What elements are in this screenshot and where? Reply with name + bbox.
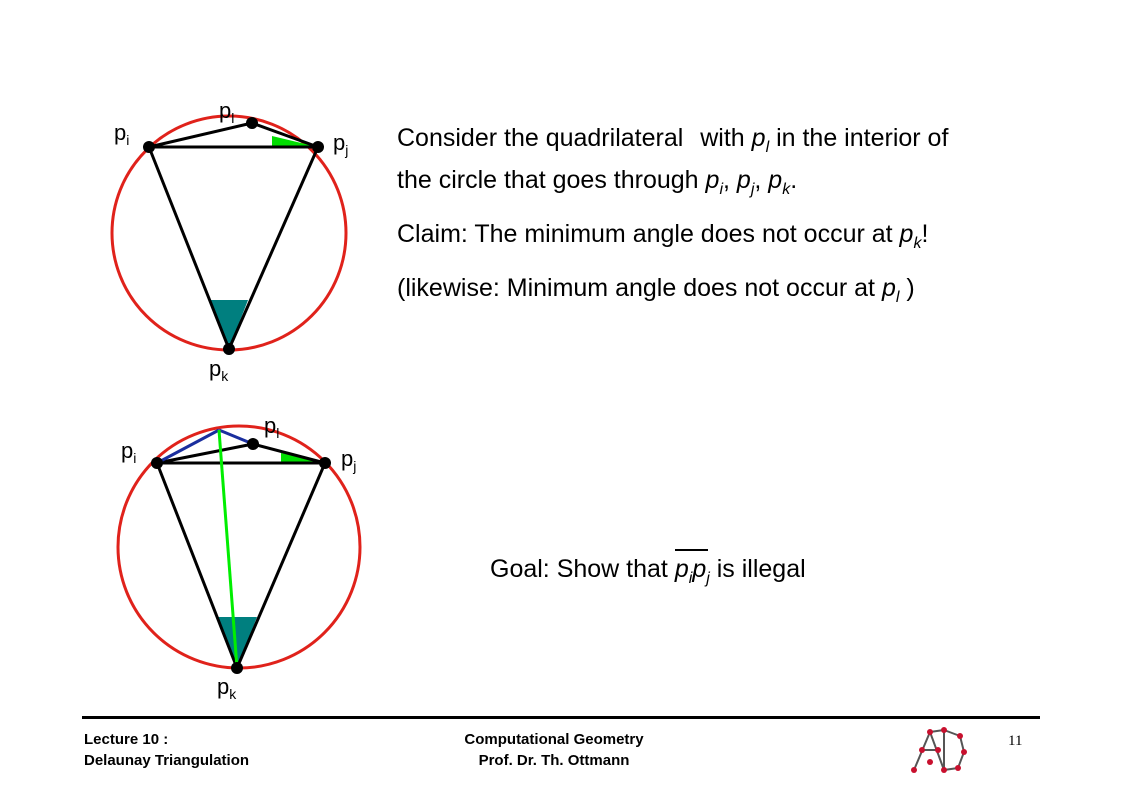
vertex-pl-bottom — [247, 438, 259, 450]
label-pi-bottom: pi — [121, 438, 136, 466]
edge-pl-pj-bottom — [252, 442, 326, 465]
explanation-text: Consider the quadrilateral with pl in th… — [397, 122, 1097, 314]
consider-line-1: Consider the quadrilateral with pl in th… — [397, 124, 949, 156]
footer-rule — [82, 716, 1040, 719]
professor-name: Prof. Dr. Th. Ottmann — [478, 752, 630, 769]
likewise-line: (likewise: Minimum angle does not occur … — [397, 274, 915, 306]
edge-pi-pk-bottom — [155, 462, 239, 669]
university-logo-icon — [911, 727, 967, 773]
footer-course: Computational Geometry Prof. Dr. Th. Ott… — [404, 729, 704, 771]
vertex-pj-top — [312, 141, 324, 153]
angle-mark-pk-top — [209, 300, 248, 349]
edge-pi-pk-top — [147, 146, 231, 350]
vertex-pi-bottom — [151, 457, 163, 469]
label-pk-top: pk — [209, 356, 229, 384]
label-pj-top: pj — [333, 130, 348, 158]
lecture-topic: Delaunay Triangulation — [84, 752, 250, 769]
figure-top: pi pj pk pl — [110, 98, 348, 384]
vertex-pk-top — [223, 343, 235, 355]
vertex-pl-top — [246, 117, 258, 129]
edge-pi-pl-bottom — [156, 442, 254, 465]
diagonal-green — [217, 429, 239, 669]
vertex-pk-bottom — [231, 662, 243, 674]
blue-edge-pi-top — [156, 428, 220, 465]
vertex-pi-top — [143, 141, 155, 153]
consider-line-2: the circle that goes through pi, pj, pk. — [397, 166, 798, 198]
blue-edge-top-pl — [218, 428, 254, 446]
edge-pj-pk-top — [227, 146, 320, 350]
lecture-number: Lecture 10 : — [84, 731, 169, 748]
segment-pi-pj: pipj — [674, 549, 710, 587]
vertex-pj-bottom — [319, 457, 331, 469]
edge-pl-pj-top — [251, 121, 319, 149]
label-pl-top: pl — [219, 98, 234, 126]
footer-lecture: Lecture 10 : Delaunay Triangulation — [84, 729, 249, 771]
angle-mark-pk-bottom — [217, 617, 257, 668]
label-pk-bottom: pk — [217, 674, 237, 702]
claim-line: Claim: The minimum angle does not occur … — [397, 220, 929, 252]
edge-pi-pl-top — [148, 121, 253, 149]
label-pl-bottom: pl — [264, 413, 279, 441]
goal-statement: Goal: Show that pipj is illegal — [490, 549, 806, 587]
figure-bottom: pi pj pk pl — [116, 413, 362, 702]
label-pj-bottom: pj — [341, 446, 356, 474]
course-title: Computational Geometry — [464, 731, 644, 748]
label-pi-top: pi — [114, 120, 129, 148]
edge-pj-pk-bottom — [235, 462, 327, 669]
page-number: 11 — [1008, 733, 1023, 749]
